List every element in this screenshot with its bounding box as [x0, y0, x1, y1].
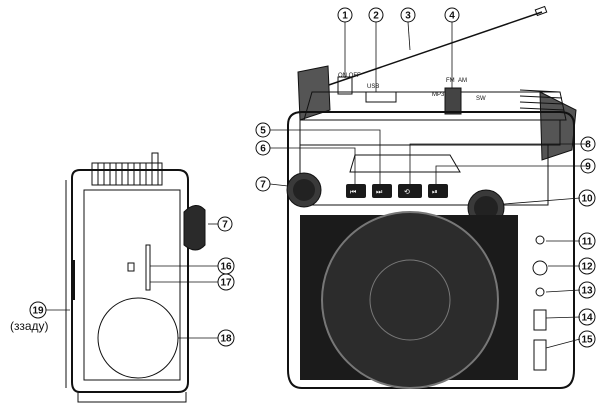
side-callout-7: 7 — [217, 216, 233, 232]
next-icon: ⏭ — [376, 188, 383, 196]
callout-markers: 1 2 3 4 5 6 7 8 9 10 11 12 13 14 15 7 16… — [10, 7, 596, 348]
callout-4: 4 — [444, 7, 460, 23]
usb-label: USB — [367, 84, 379, 90]
top-panel — [303, 91, 567, 121]
side-small-square — [127, 262, 135, 272]
side-body-inner — [83, 189, 181, 381]
callout-15: 15 — [578, 330, 596, 348]
svg-text:13: 13 — [581, 286, 593, 297]
callout-10: 10 — [578, 189, 596, 207]
callout-6: 6 — [255, 140, 271, 156]
svg-text:12: 12 — [581, 262, 593, 273]
left-handle — [297, 65, 331, 121]
fm-label: FM — [446, 78, 455, 84]
leader-lines — [46, 21, 588, 349]
svg-text:9: 9 — [585, 162, 591, 173]
svg-text:8: 8 — [585, 140, 591, 151]
speaker-dust-cap — [369, 259, 451, 341]
svg-text:19: 19 — [32, 306, 44, 317]
svg-text:1: 1 — [342, 11, 348, 22]
side-knob — [183, 205, 206, 251]
callout-2: 2 — [368, 7, 384, 23]
sw-label: SW — [476, 96, 486, 102]
svg-text:10: 10 — [581, 194, 593, 205]
am-label: AM — [458, 78, 467, 84]
side-body-outline — [71, 169, 189, 393]
svg-text:7: 7 — [222, 220, 228, 231]
svg-text:15: 15 — [581, 335, 593, 346]
side-top-fins — [91, 162, 163, 186]
callout-13: 13 — [578, 281, 596, 299]
jack-15 — [533, 339, 547, 371]
callout-7: 7 — [255, 176, 271, 192]
callout-8: 8 — [580, 136, 596, 152]
svg-text:11: 11 — [582, 237, 593, 248]
svg-text:3: 3 — [405, 11, 411, 22]
side-callout-19: 19 — [29, 301, 47, 319]
callout-12: 12 — [578, 257, 596, 275]
svg-text:4: 4 — [449, 11, 455, 22]
mp3-label: MP3 — [432, 92, 445, 98]
play-pause-icon: ⏯ — [432, 188, 438, 196]
callout-1: 1 — [337, 7, 353, 23]
front-body-outline — [287, 111, 575, 389]
side-top-knob — [151, 152, 159, 164]
side-card-slot — [145, 244, 151, 291]
on-off-label: ON OFF — [338, 73, 361, 79]
speaker-cone — [321, 211, 499, 389]
side-callout-18: 18 — [217, 329, 235, 347]
front-view: ⏮ ⏭ ⟲ ⏯ ON OFF USB FM AM MP3 SW — [286, 5, 577, 389]
svg-text:2: 2 — [373, 11, 379, 22]
antenna — [319, 11, 543, 89]
callout-14: 14 — [578, 308, 596, 326]
control-strip — [299, 144, 549, 206]
callout-5: 5 — [255, 122, 271, 138]
play-pause-button[interactable] — [428, 184, 448, 198]
repeat-icon: ⟲ — [404, 188, 410, 196]
callout-11: 11 — [578, 232, 596, 250]
jack-14 — [533, 309, 547, 331]
usb-port — [365, 91, 397, 103]
svg-text:14: 14 — [581, 313, 593, 324]
right-handle — [539, 91, 577, 161]
callout-3: 3 — [400, 7, 416, 23]
svg-text:17: 17 — [220, 278, 232, 289]
tuning-knob-center — [474, 196, 498, 220]
prev-button[interactable] — [346, 184, 366, 198]
antenna-tip — [534, 5, 548, 17]
callout-9: 9 — [580, 158, 596, 174]
side-foot — [77, 392, 187, 403]
volume-knob-center — [293, 179, 315, 201]
button-row: ⏮ ⏭ ⟲ ⏯ — [346, 184, 448, 198]
side-callout-17: 17 — [217, 273, 235, 291]
card-slot-front — [349, 154, 461, 173]
band-selector[interactable] — [444, 87, 462, 115]
top-ribs — [519, 89, 565, 111]
next-button[interactable] — [372, 184, 392, 198]
side-view — [65, 152, 206, 403]
prev-icon: ⏮ — [350, 188, 356, 196]
side-speaker-circle — [97, 297, 179, 379]
svg-text:7: 7 — [260, 180, 266, 191]
svg-text:5: 5 — [260, 126, 266, 137]
jack-13 — [535, 287, 545, 297]
svg-text:16: 16 — [220, 262, 232, 273]
jack-12 — [532, 260, 548, 276]
svg-text:18: 18 — [220, 334, 232, 345]
svg-text:6: 6 — [260, 144, 266, 155]
side-caption: (ззаду) — [10, 319, 49, 333]
jack-11 — [535, 235, 545, 245]
display-window — [299, 119, 561, 146]
side-fin-lines — [97, 163, 159, 185]
side-callout-16: 16 — [217, 257, 235, 275]
repeat-button[interactable] — [398, 184, 422, 198]
